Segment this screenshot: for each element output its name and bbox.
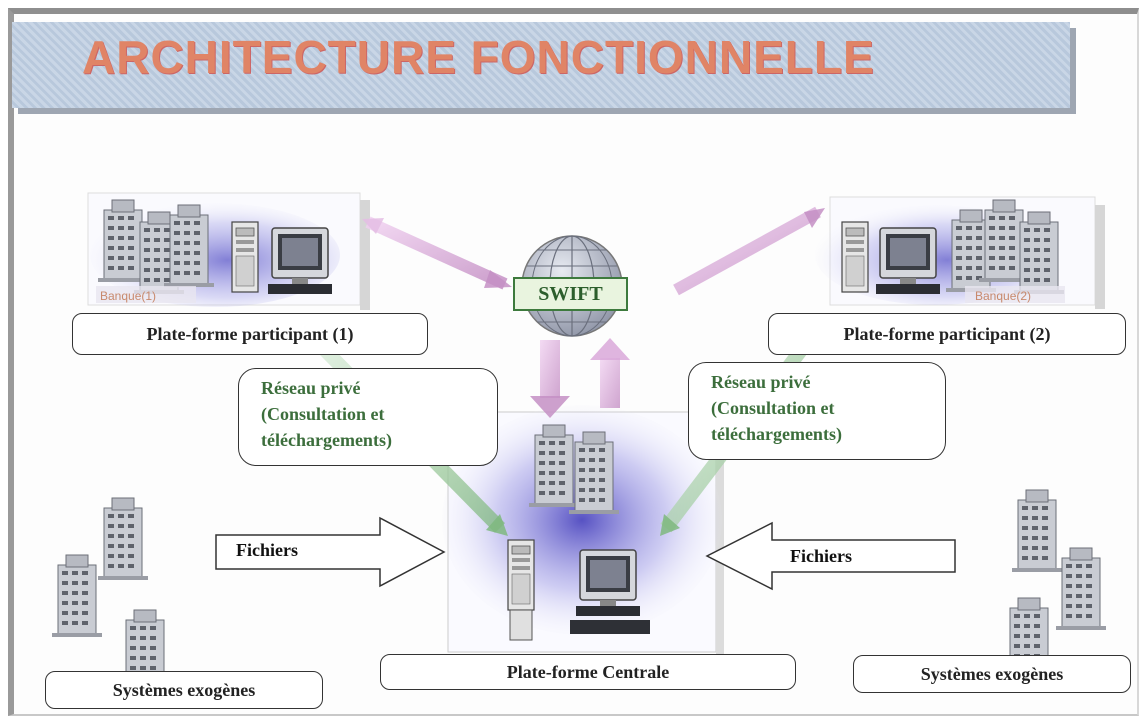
pink-arrow-up <box>590 338 630 408</box>
files-label-right: Fichiers <box>790 546 852 566</box>
central-platform-illustration <box>442 405 724 656</box>
private-network-left: Réseau privé (Consultation et télécharge… <box>238 368 498 466</box>
private-network-right: Réseau privé (Consultation et télécharge… <box>688 362 946 460</box>
swift-label: SWIFT <box>513 277 628 311</box>
participant-1-screen-tag: Banque(1) <box>100 289 156 303</box>
exogenous-right-buildings <box>1003 489 1107 681</box>
exogenous-left-label: Systèmes exogènes <box>45 671 323 709</box>
private-network-left-line2: (Consultation et <box>261 404 385 424</box>
participant-2-screen-tag: Banque(2) <box>975 289 1031 303</box>
participant-1-illustration: Banque(1) <box>87 192 370 310</box>
participant-1-label: Plate-forme participant (1) <box>72 313 428 355</box>
private-network-left-line1: Réseau privé <box>261 378 361 398</box>
files-arrow-right <box>705 521 956 591</box>
private-network-right-line1: Réseau privé <box>711 372 811 392</box>
exogenous-right-label: Systèmes exogènes <box>853 655 1131 693</box>
files-label-left: Fichiers <box>236 540 298 560</box>
pink-arrow-right <box>673 206 825 296</box>
participant-2-illustration: Banque(2) <box>815 196 1105 309</box>
pink-arrow-down <box>530 340 570 418</box>
private-network-right-line2: (Consultation et <box>711 398 835 418</box>
files-arrow-left <box>215 516 446 588</box>
participant-2-label: Plate-forme participant (2) <box>768 313 1126 355</box>
private-network-left-line3: téléchargements) <box>261 430 392 450</box>
pink-arrow-left <box>362 216 512 290</box>
title-banner: ARCHITECTURE FONCTIONNELLE <box>12 22 1070 108</box>
page-title: ARCHITECTURE FONCTIONNELLE <box>82 31 875 83</box>
exogenous-left-buildings <box>51 497 171 693</box>
private-network-right-line3: téléchargements) <box>711 424 842 444</box>
central-platform-label: Plate-forme Centrale <box>380 654 796 690</box>
